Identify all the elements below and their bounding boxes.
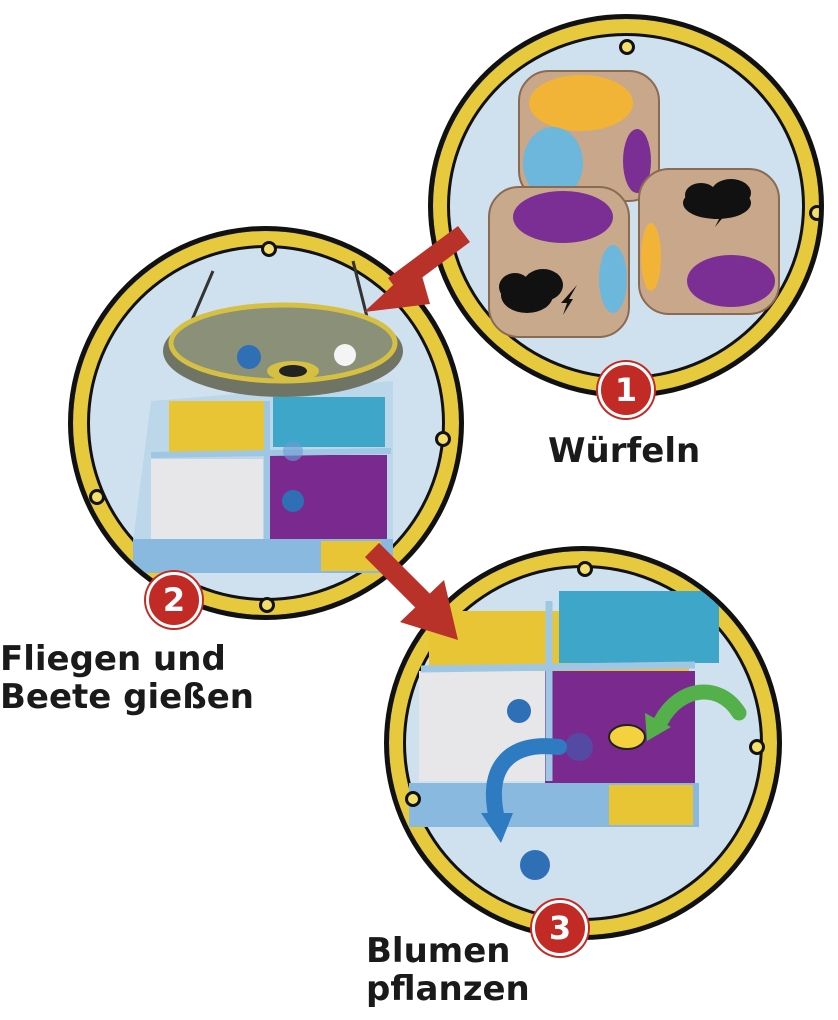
step2-label-line-1: Fliegen und	[0, 639, 226, 679]
cloud-icon	[499, 269, 563, 313]
flower-token-icon	[409, 591, 747, 880]
step3-label-line-2: pflanzen	[366, 969, 530, 1010]
arrow-step1-to-step2	[364, 225, 470, 312]
step3-label: Blumen pflanzen	[366, 932, 530, 1008]
cloud-tray-icon	[133, 260, 403, 573]
step1-label: Würfeln	[548, 432, 700, 470]
step3-label-line-1: Blumen	[366, 931, 511, 971]
dice-icon	[488, 70, 780, 338]
step-badge-1: 1	[598, 362, 654, 418]
lightning-icon	[561, 285, 577, 315]
water-drop-icon	[237, 345, 261, 369]
step-badge-2: 2	[146, 572, 202, 628]
step-badge-3: 3	[532, 900, 588, 956]
step1-circle	[428, 14, 824, 398]
step2-label-line-2: Beete gießen	[0, 677, 254, 718]
arrow-step2-to-step3	[364, 542, 458, 640]
step2-circle	[68, 226, 464, 620]
step1-label-line: Würfeln	[548, 431, 701, 471]
step2-label: Fliegen und Beete gießen	[0, 640, 254, 716]
